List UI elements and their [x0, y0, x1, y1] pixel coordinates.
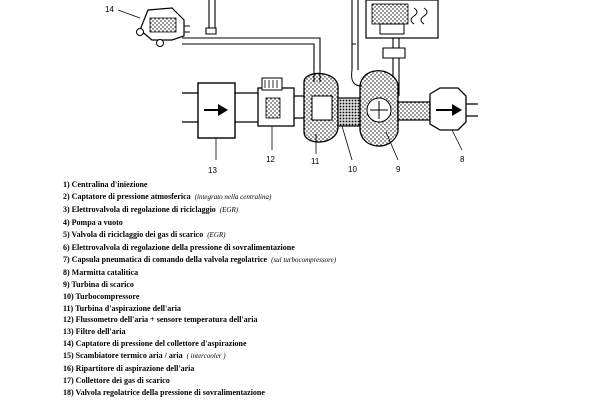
- legend-item: 3) Elettrovalvola di regolazione di rici…: [63, 204, 336, 217]
- air-filter: [197, 82, 236, 139]
- legend-item-note: (EGR): [207, 230, 226, 239]
- callout-9: 9: [396, 165, 401, 174]
- legend-item-text: 8) Marmitta catalitica: [63, 267, 139, 277]
- legend-item-text: 5) Valvola di riciclaggio dei gas di sca…: [63, 229, 204, 239]
- exhaust-turbine: [351, 69, 399, 147]
- legend-item-text: 14) Captatore di pressione del collettor…: [63, 339, 247, 349]
- legend-item: 2) Captatore di pressione atmosferica(in…: [63, 191, 336, 204]
- component-legend: 1) Centralina d'iniezione 2) Captatore di…: [63, 179, 336, 399]
- legend-item-note: (EGR): [219, 205, 239, 214]
- legend-item-text: 2) Captatore di pressione atmosferica: [63, 191, 191, 201]
- legend-item: 5) Valvola di riciclaggio dei gas di sca…: [63, 229, 336, 242]
- legend-item: 6) Elettrovalvola di regolazione della p…: [63, 242, 336, 254]
- callout-11: 11: [311, 157, 320, 166]
- legend-item-note: (integrato nella centralina): [194, 192, 272, 201]
- legend-item-note: (sul turbocompressore): [271, 255, 337, 264]
- turbocharger: [337, 97, 361, 161]
- legend-item-note: ( intercooler ): [186, 352, 226, 361]
- legend-item-text: 13) Filtro dell'aria: [63, 327, 126, 337]
- legend-item-text: 18) Valvola regolatrice della pressione …: [63, 388, 265, 398]
- legend-item: 12) Flussometro dell'aria + sensore temp…: [63, 314, 336, 326]
- legend-item-text: 7) Capsula pneumatica di comando della v…: [63, 254, 268, 264]
- legend-item: 15) Scambiatore termico aria / aria( int…: [63, 350, 336, 363]
- legend-item: 17) Collettore dei gas di scarico: [63, 375, 336, 387]
- legend-item-text: 16) Ripartitore di aspirazione dell'aria: [63, 364, 195, 374]
- legend-item-text: 1) Centralina d'iniezione: [63, 180, 148, 189]
- legend-item-text: 10) Turbocompressore: [63, 291, 140, 301]
- turbo-system-diagram: 14 13 12 11 10: [105, 0, 478, 175]
- legend-item: 9) Turbina di scarico: [63, 279, 336, 291]
- intake-turbine: [303, 70, 339, 143]
- legend-item-text: 12) Flussometro dell'aria + sensore temp…: [63, 315, 258, 325]
- legend-item: 10) Turbocompressore: [63, 291, 336, 303]
- legend-item-text: 17) Collettore dei gas di scarico: [63, 376, 170, 386]
- manifold-pressure-sensor: [117, 7, 190, 47]
- legend-item: 8) Marmitta catalitica: [63, 267, 336, 279]
- legend-item: 13) Filtro dell'aria: [63, 326, 336, 338]
- legend-item: 1) Centralina d'iniezione: [63, 179, 336, 191]
- legend-item: 4) Pompa a vuoto: [63, 217, 336, 229]
- legend-item-text: 11) Turbina d'aspirazione dell'aria: [63, 303, 182, 313]
- legend-item-text: 6) Elettrovalvola di regolazione della p…: [63, 242, 295, 252]
- intake-duct: [182, 92, 198, 123]
- callout-10: 10: [348, 165, 357, 174]
- legend-item-text: 15) Scambiatore termico aria / aria: [63, 351, 183, 361]
- callout-12: 12: [266, 155, 275, 164]
- callout-13: 13: [208, 166, 217, 175]
- legend-item: 18) Valvola regolatrice della pressione …: [63, 387, 336, 399]
- air-flow-meter: [257, 77, 304, 127]
- legend-item: 7) Capsula pneumatica di comando della v…: [63, 254, 336, 267]
- callout-14: 14: [105, 5, 114, 14]
- catalytic-converter: [397, 87, 478, 131]
- legend-item-text: 4) Pompa a vuoto: [63, 217, 123, 227]
- legend-item: 16) Ripartitore di aspirazione dell'aria: [63, 363, 336, 375]
- boost-solenoid-valve: [365, 0, 439, 39]
- legend-item-text: 9) Turbina di scarico: [63, 279, 134, 289]
- legend-item-text: 3) Elettrovalvola di regolazione di rici…: [63, 204, 216, 214]
- legend-item: 14) Captatore di pressione del collettor…: [63, 338, 336, 350]
- callout-8: 8: [460, 155, 465, 164]
- legend-item: 11) Turbina d'aspirazione dell'aria: [63, 303, 336, 315]
